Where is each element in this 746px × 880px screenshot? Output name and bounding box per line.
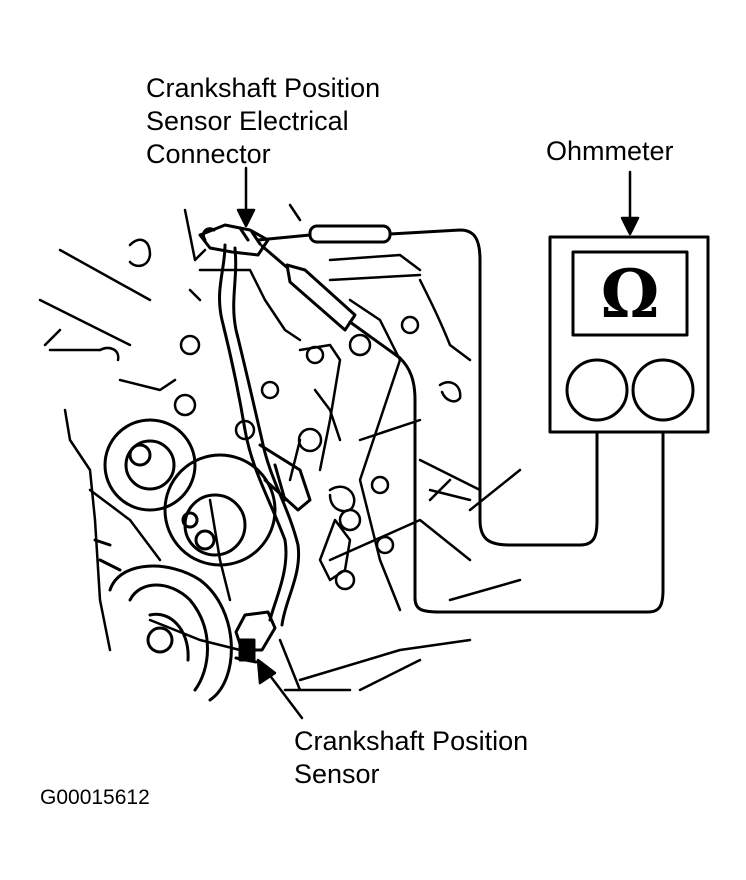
sensor-label: Crankshaft Position Sensor	[294, 725, 528, 791]
connector-label-line-1: Crankshaft Position	[146, 73, 381, 103]
ohm-symbol: Ω	[600, 255, 660, 333]
connector-label-line-2: Sensor Electrical	[146, 106, 349, 136]
sensor-label-line-2: Sensor	[294, 759, 380, 789]
connector-label: Crankshaft Position Sensor Electrical Co…	[146, 72, 380, 171]
sensor-harness	[218, 243, 312, 627]
test-leads	[256, 224, 665, 614]
sensor-label-line-1: Crankshaft Position	[294, 726, 529, 756]
crankshaft-sensor	[234, 610, 277, 664]
pulleys	[93, 418, 277, 702]
figure-code: G00015612	[40, 786, 150, 809]
connector-label-line-3: Connector	[146, 139, 271, 169]
engine-block	[38, 203, 522, 692]
label-arrows	[236, 166, 640, 720]
ohmmeter	[548, 235, 710, 434]
ohmmeter-label: Ohmmeter	[546, 136, 674, 166]
